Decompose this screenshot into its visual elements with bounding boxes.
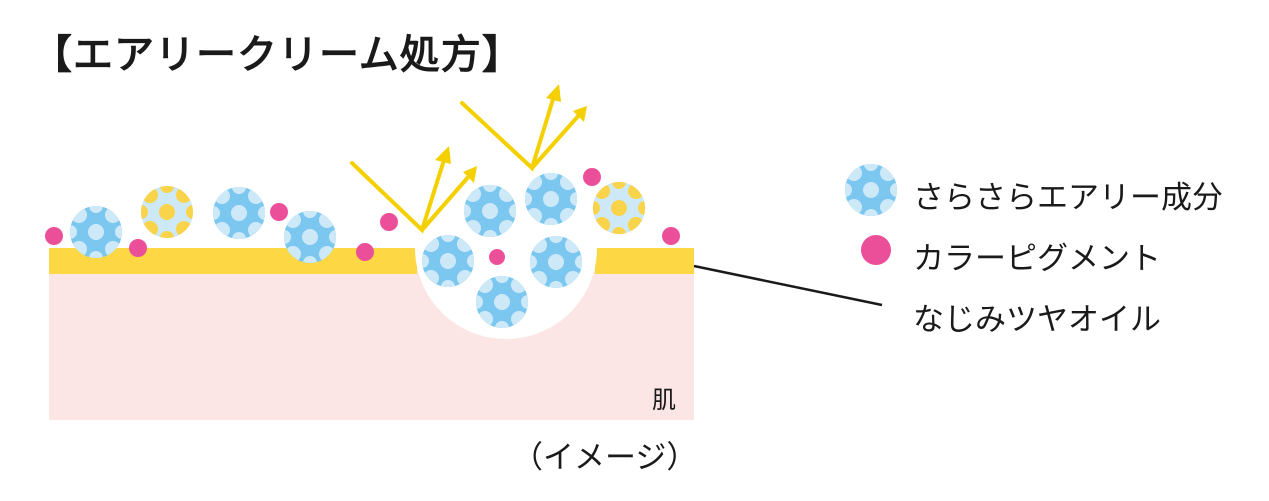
- airy-sphere-icon: [518, 166, 584, 232]
- airy-sphere-icon: [134, 179, 200, 245]
- legend-pigment-dot-icon: [861, 235, 891, 265]
- pigment-dot-icon: [662, 227, 680, 245]
- pigment-dot-icon: [356, 243, 374, 261]
- legend-airy-sphere-icon: [838, 157, 904, 223]
- legend-oil-label: なじみツヤオイル: [913, 302, 1161, 338]
- light-ray-arrow-icon: [350, 94, 582, 234]
- pigment-dots: [45, 168, 680, 265]
- skin-label: 肌: [652, 386, 676, 414]
- airy-sphere-icon: [457, 178, 523, 244]
- airy-sphere-icon: [206, 180, 272, 246]
- pigment-dot-icon: [489, 249, 505, 265]
- image-caption: （イメージ）: [512, 440, 698, 476]
- pigment-dot-icon: [583, 168, 601, 186]
- light-ray-arrowheads: [435, 84, 587, 183]
- legend-pigment-label: カラーピグメント: [913, 241, 1161, 277]
- oil-pointer-line: [693, 264, 883, 307]
- oil-layer-right: [595, 248, 694, 274]
- legend-airy-label: さらさらエアリー成分: [913, 180, 1223, 216]
- pigment-dot-icon: [270, 203, 288, 221]
- pigment-dot-icon: [129, 239, 147, 257]
- pigment-dot-icon: [45, 227, 63, 245]
- page-title: 【エアリークリーム処方】: [32, 32, 523, 78]
- pigment-dot-icon: [380, 213, 398, 231]
